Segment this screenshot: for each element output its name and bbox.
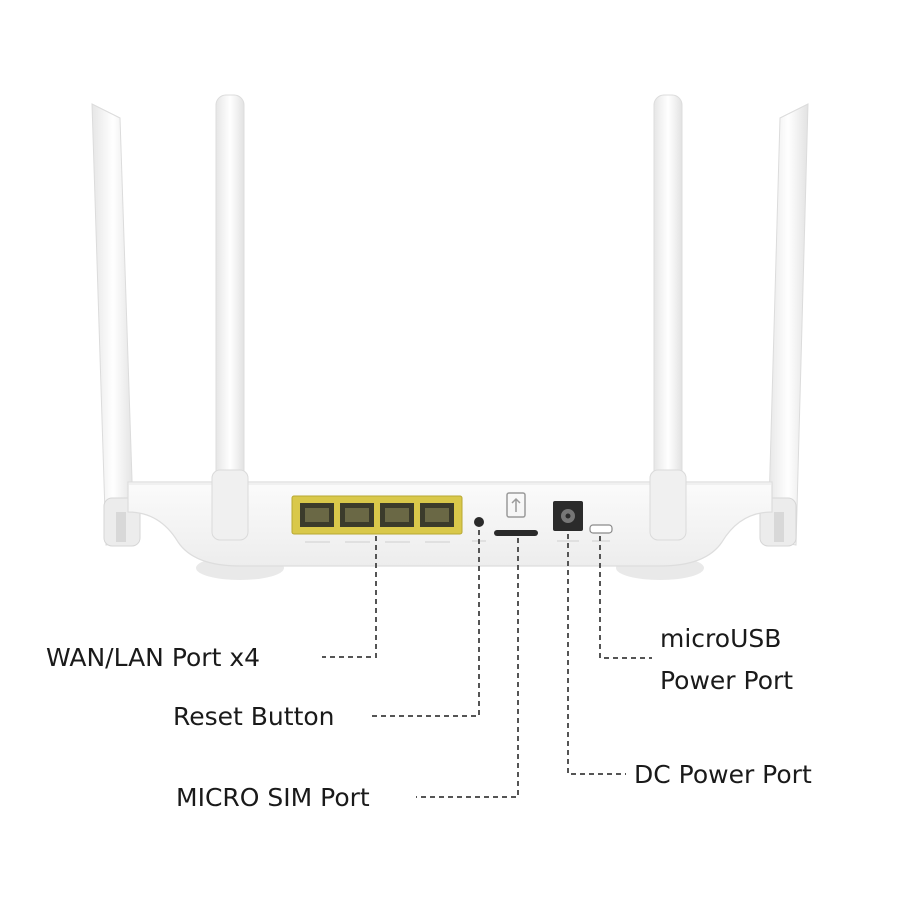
reset-button-label: Reset Button [173,702,335,731]
antenna-inner-left [211,94,249,541]
dc-power-jack [553,501,583,542]
ethernet-port-panel [291,495,463,543]
micro-sim-port-label: MICRO SIM Port [176,783,370,812]
antenna-outer-right [759,103,809,547]
sim-slot [494,492,538,536]
ethernet-port [340,503,374,527]
microusb-port [589,524,613,542]
leader-line-sim [416,538,519,798]
microusb-port-label-line2: Power Port [660,666,794,695]
antenna-outer-left [91,103,141,547]
leader-line-microusb [599,536,652,659]
microusb-port-label-line1: microUSB [660,624,782,653]
ethernet-port [300,503,334,527]
leader-line-wan-lan [322,536,377,658]
antenna-inner-right [649,94,687,541]
ethernet-port [380,503,414,527]
leader-lines [322,530,652,798]
dc-power-port-label: DC Power Port [634,760,812,789]
ethernet-port [420,503,454,527]
wan-lan-port-label: WAN/LAN Port x4 [46,643,261,672]
